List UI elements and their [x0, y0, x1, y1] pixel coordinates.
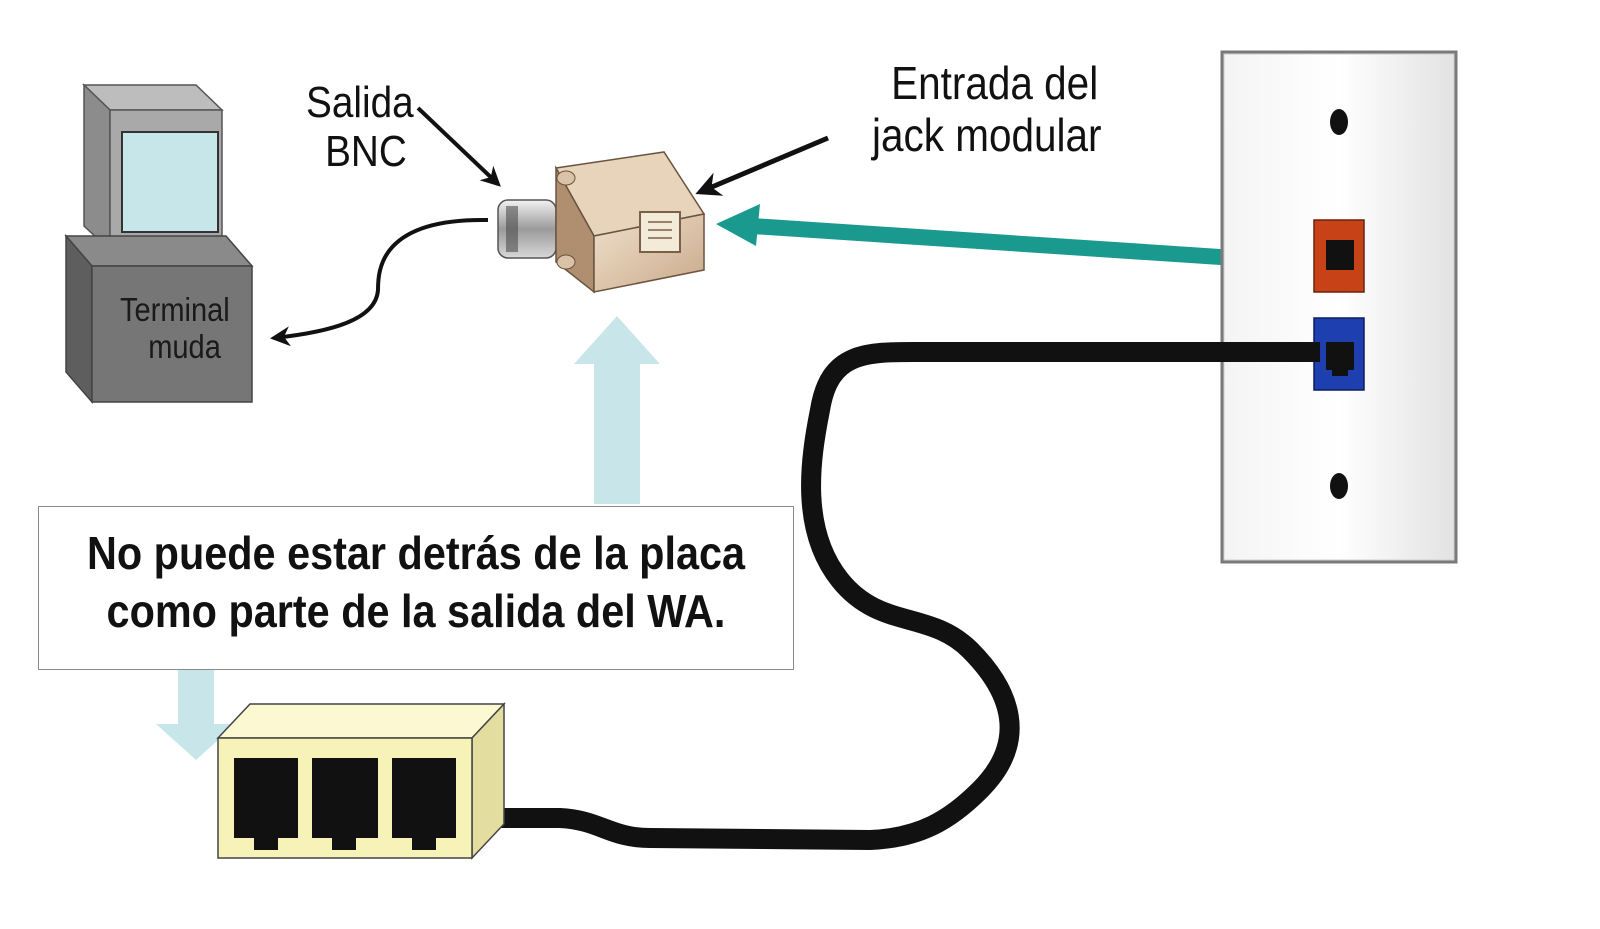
monitor: [82, 83, 224, 252]
note-box: No puede estar detrás de la placa como p…: [38, 506, 794, 670]
splitter-port-1: [234, 758, 298, 850]
screw-bottom: [1330, 473, 1348, 499]
wall-plate: [1220, 50, 1458, 564]
screw-top: [1330, 109, 1348, 135]
splitter-port-3: [392, 758, 456, 850]
black-cable: [490, 341, 1320, 850]
cpu-box: [64, 233, 254, 405]
label-jack-input: Entrada del jack modular: [872, 57, 1102, 161]
label-jack-line-1: Entrada del: [891, 57, 1099, 109]
note-text: No puede estar detrás de la placa como p…: [77, 525, 756, 640]
modular-jack-port: [639, 211, 681, 253]
label-terminal: Terminal muda: [120, 291, 230, 366]
bnc-pointer-arrow: [416, 106, 501, 187]
note-line-1: No puede estar detrás de la placa: [86, 527, 746, 579]
bnc-to-terminal-cable: [270, 217, 489, 347]
label-bnc-output: Salida BNC: [306, 78, 414, 177]
down-arrow: [156, 640, 236, 760]
triple-splitter: [216, 702, 506, 860]
monitor-screen: [121, 131, 219, 233]
bnc-jack-adapter: [497, 151, 706, 294]
label-terminal-line-2: muda: [148, 327, 221, 365]
note-line-2: como parte de la salida del WA.: [106, 584, 726, 637]
label-terminal-line-1: Terminal: [120, 291, 230, 328]
label-bnc-line-1: Salida: [306, 78, 414, 127]
up-arrow: [574, 316, 660, 504]
jack-pointer-arrow: [695, 135, 829, 196]
label-jack-line-2: jack modular: [872, 108, 1102, 161]
splitter-port-2: [312, 758, 378, 850]
red-wall-jack: [1313, 219, 1365, 293]
terminal-computer: [64, 83, 254, 405]
teal-cable-arrowhead: [716, 204, 760, 246]
label-bnc-line-2: BNC: [325, 127, 407, 177]
blue-wall-jack: [1313, 317, 1365, 391]
